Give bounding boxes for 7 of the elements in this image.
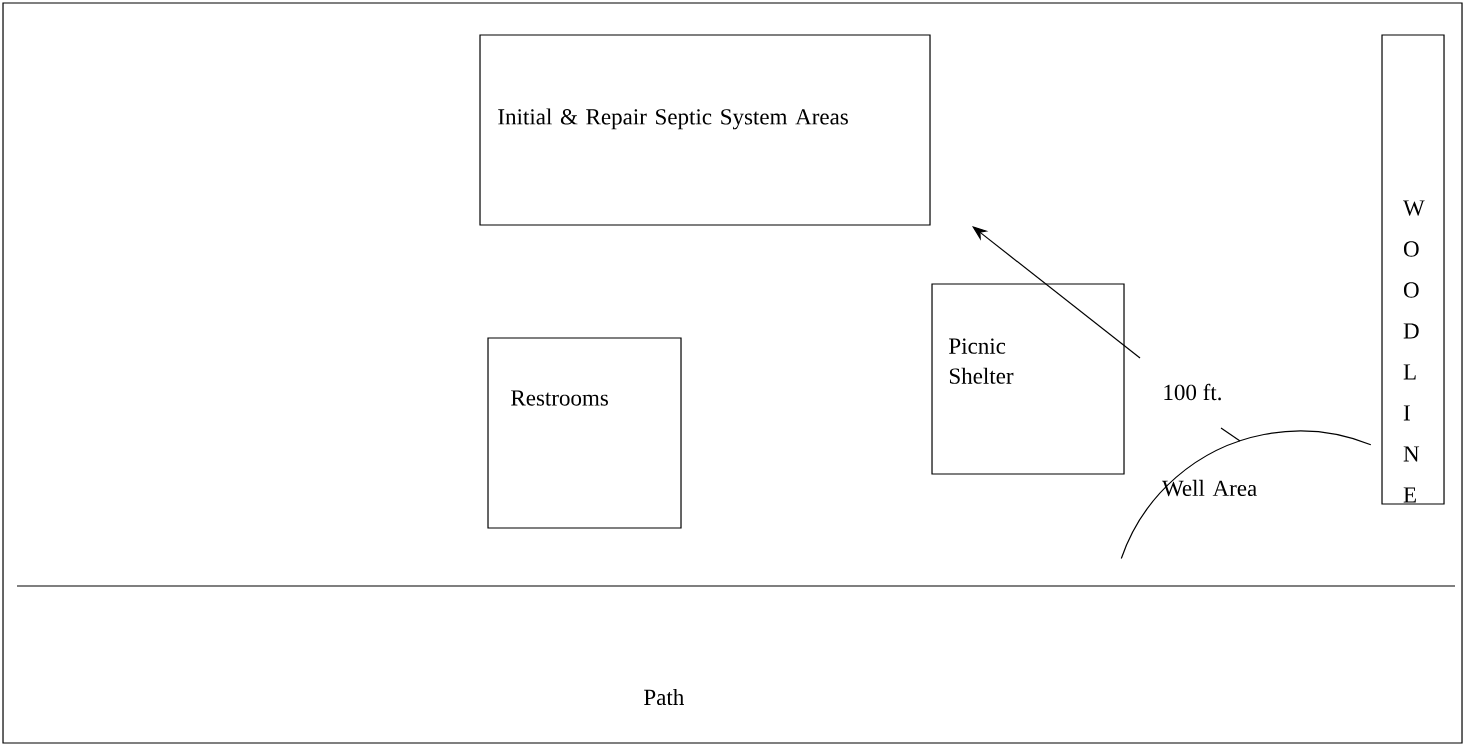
well-area: Well Area bbox=[1162, 427, 1257, 497]
label-text: Path bbox=[644, 688, 684, 706]
area-box: Picnic Shelter bbox=[931, 283, 1125, 475]
label-text: 100 ft. bbox=[1164, 383, 1221, 401]
area-box: Initial & Repair Septic System Areas bbox=[479, 34, 931, 226]
woodline-box: W O O D L I N E bbox=[1381, 34, 1445, 505]
area-box: Restrooms bbox=[487, 337, 682, 529]
